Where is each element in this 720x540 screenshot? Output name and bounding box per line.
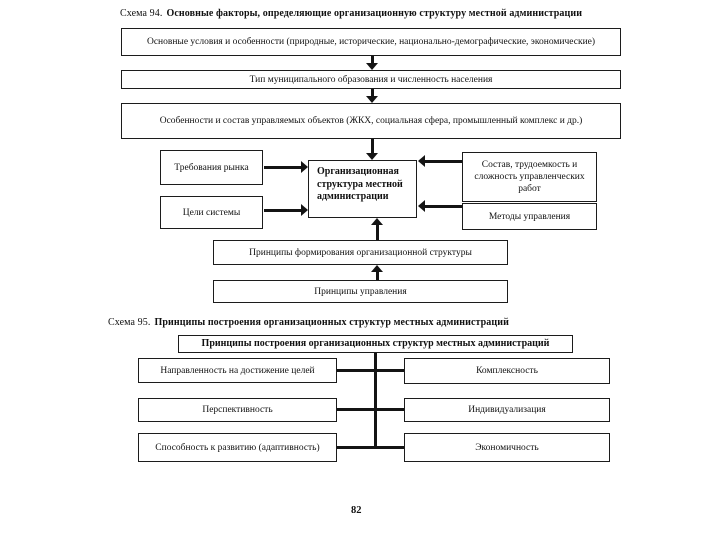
arrow-shaft xyxy=(376,224,379,240)
connector-trunk-line xyxy=(374,353,377,448)
arrow-head xyxy=(366,96,378,103)
box-economy: Экономичность xyxy=(404,433,610,462)
box-formation-principles: Принципы формирования организационной ст… xyxy=(213,240,508,265)
box-adaptability: Способность к развитию (адаптивность) xyxy=(138,433,337,462)
arrow-shaft xyxy=(424,160,462,163)
arrow-head xyxy=(366,63,378,70)
arrow-shaft xyxy=(424,205,462,208)
box-org-structure: Организационная структура местной админи… xyxy=(308,160,417,218)
arrow-head xyxy=(301,161,308,173)
arrow-head xyxy=(418,155,425,167)
arrow-head xyxy=(366,153,378,160)
arrow-shaft xyxy=(371,139,374,154)
arrow-head xyxy=(371,265,383,272)
arrow-shaft xyxy=(371,56,374,64)
box-individualization: Индивидуализация xyxy=(404,398,610,422)
arrow-shaft xyxy=(264,209,302,212)
box-managed-objects: Особенности и состав управляемых объекто… xyxy=(121,103,621,139)
arrow-right-icon xyxy=(264,204,308,217)
arrow-head xyxy=(301,204,308,216)
box-work-composition: Состав, трудоемкость и сложность управле… xyxy=(462,152,597,202)
box-market-requirements: Требования рынка xyxy=(160,150,263,185)
arrow-left-icon xyxy=(418,155,462,168)
arrow-down-icon xyxy=(366,56,379,70)
box-goal-orientation: Направленность на достижение целей xyxy=(138,358,337,383)
connector-line xyxy=(337,369,404,372)
arrow-head xyxy=(371,218,383,225)
scheme94-title: Схема 94.Основные факторы, определяющие … xyxy=(120,8,582,19)
arrow-down-icon xyxy=(366,89,379,103)
arrow-down-icon xyxy=(366,139,379,160)
page-number: 82 xyxy=(351,505,362,516)
scheme94-title-prefix: Схема 94. xyxy=(120,8,163,19)
box-conditions: Основные условия и особенности (природны… xyxy=(121,28,621,56)
arrow-shaft xyxy=(264,166,302,169)
box-management-methods: Методы управления xyxy=(462,203,597,230)
scheme95-title: Схема 95.Принципы построения организацио… xyxy=(108,317,509,328)
connector-line xyxy=(337,408,404,411)
scheme95-title-text: Принципы построения организационных стру… xyxy=(154,317,509,328)
scheme95-title-prefix: Схема 95. xyxy=(108,317,151,328)
arrow-right-icon xyxy=(264,161,308,174)
arrow-shaft xyxy=(376,271,379,280)
scheme94-title-text: Основные факторы, определяющие организац… xyxy=(166,8,583,19)
box-perspective: Перспективность xyxy=(138,398,337,422)
box-municipal-type: Тип муниципального образования и численн… xyxy=(121,70,621,89)
box-system-goals: Цели системы xyxy=(160,196,263,229)
box-complexity: Комплексность xyxy=(404,358,610,384)
arrow-head xyxy=(418,200,425,212)
arrow-shaft xyxy=(371,89,374,97)
arrow-up-icon xyxy=(371,218,384,240)
arrow-left-icon xyxy=(418,200,462,213)
box-principles-header: Принципы построения организационных стру… xyxy=(178,335,573,353)
arrow-up-icon xyxy=(371,265,384,280)
box-management-principles: Принципы управления xyxy=(213,280,508,303)
connector-line xyxy=(337,446,404,449)
